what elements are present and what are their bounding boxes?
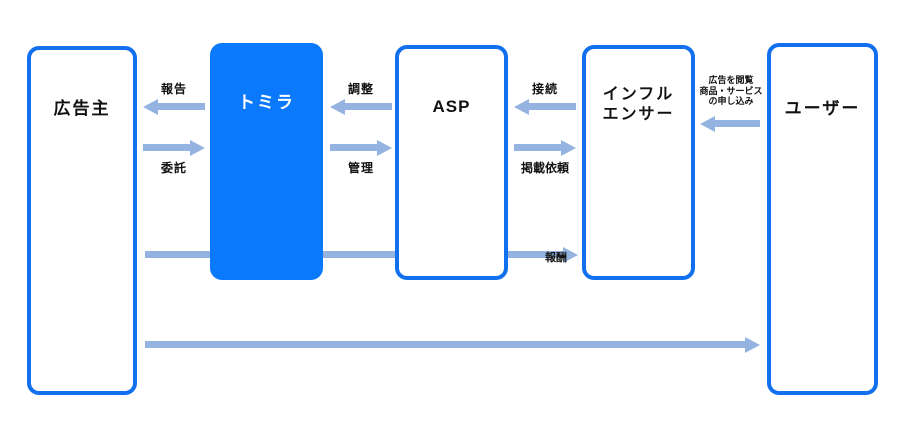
posting-request-arrow-label: 掲載依頼 [520,161,569,175]
arrowhead-right-icon [561,140,576,156]
arrowhead-left-icon [330,99,345,115]
user-action-arrow [700,116,760,132]
arrowhead-right-icon [745,337,760,353]
report-arrow [143,99,205,115]
box-advertiser: 広告主 [27,46,137,395]
box-influencer-label: インフル エンサー [586,85,691,125]
arrowhead-left-icon [700,116,715,132]
arrowhead-left-icon [143,99,158,115]
adjust-arrow [330,99,392,115]
posting-request-arrow [514,140,576,156]
box-asp: ASP [395,45,508,280]
arrow-shaft [143,144,192,151]
arrow-shaft [713,120,760,127]
box-user: ユーザー [767,43,878,395]
reward-arrow-label: 報酬 [545,252,567,264]
entrust-arrow-label: 委託 [160,161,187,175]
arrow-shaft [156,103,205,110]
bottom-flow-arrow [145,337,760,353]
reward-arrow [145,247,578,263]
arrowhead-right-icon [563,247,578,263]
report-arrow-label: 報告 [160,82,187,96]
arrow-shaft [145,341,747,348]
user-action-label-line1: 広告を閲覧 [708,75,754,85]
arrow-shaft [145,251,565,258]
connect-arrow-label: 接続 [531,82,558,96]
box-influencer: インフル エンサー [582,45,695,280]
arrow-shaft [527,103,576,110]
arrowhead-right-icon [377,140,392,156]
box-advertiser-label: 広告主 [53,99,111,118]
arrow-shaft [514,144,563,151]
user-action-arrow-label: 広告を閲覧 商品・サービス の申し込み [694,75,768,107]
arrow-shaft [330,144,379,151]
adjust-arrow-label: 調整 [347,82,374,96]
box-tomira: トミラ [210,43,323,280]
box-influencer-label-line1: インフル [602,86,675,103]
arrowhead-left-icon [514,99,529,115]
user-action-label-line3: の申し込み [708,96,754,106]
connect-arrow [514,99,576,115]
box-influencer-label-line2: エンサー [602,106,675,123]
box-tomira-label: トミラ [238,93,295,112]
arrowhead-right-icon [190,140,205,156]
user-action-label-line2: 商品・サービス [699,85,763,96]
entrust-arrow [143,140,205,156]
box-user-label: ユーザー [784,99,861,118]
manage-arrow-label: 管理 [347,161,374,175]
manage-arrow [330,140,392,156]
box-asp-label: ASP [432,97,471,116]
arrow-shaft [343,103,392,110]
